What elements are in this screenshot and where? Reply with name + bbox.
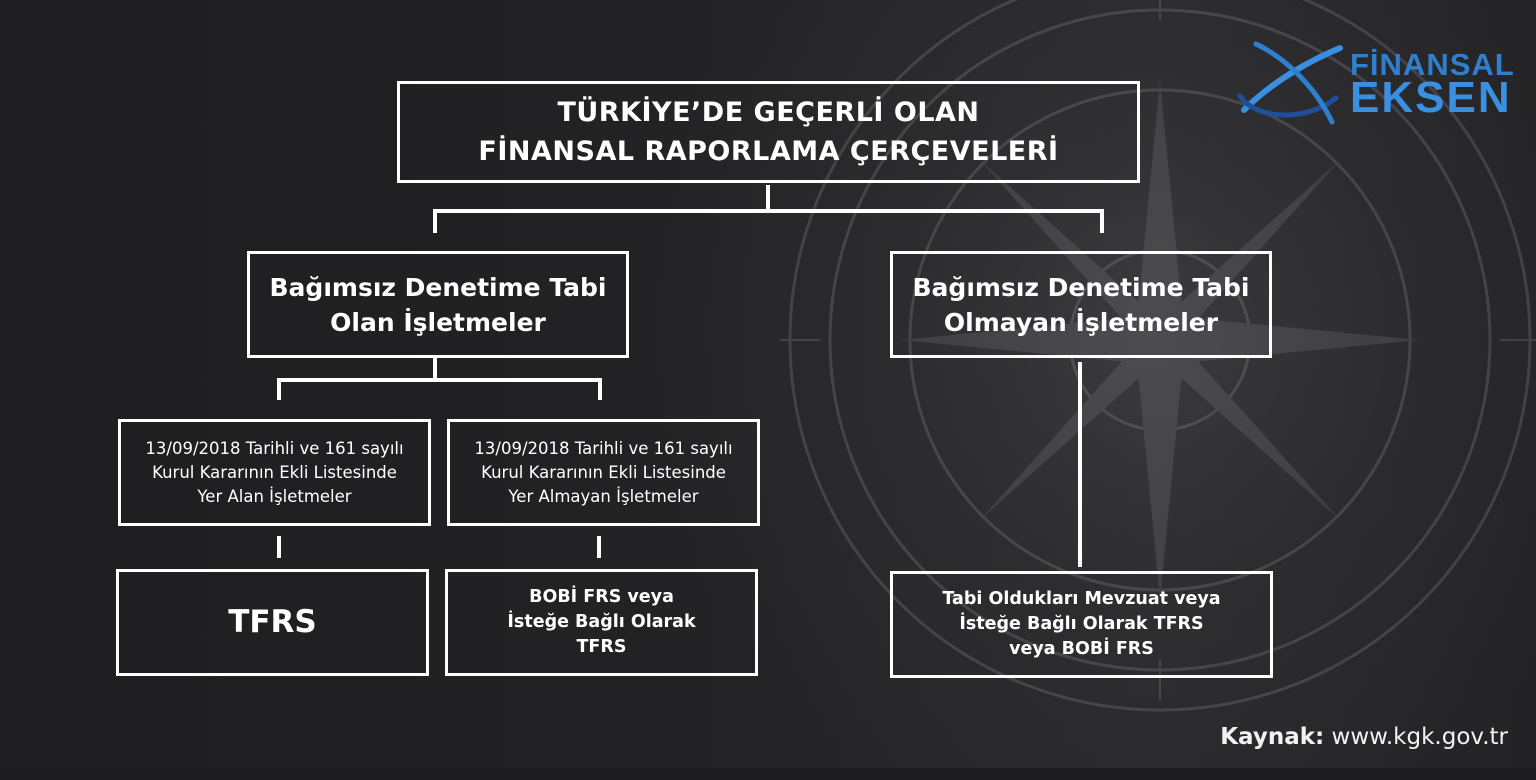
connector — [433, 209, 1104, 213]
tfrs-node: TFRS — [116, 569, 429, 676]
logo-orbit-icon — [1237, 41, 1343, 125]
connector — [597, 536, 601, 558]
connector — [598, 378, 602, 400]
connector — [433, 358, 437, 380]
source-label: Kaynak: — [1220, 724, 1325, 750]
connector — [1078, 362, 1082, 567]
finansal-eksen-logo: FİNANSAL EKSEN — [1236, 38, 1516, 128]
listed-entities-node: 13/09/2018 Tarihli ve 161 sayılı Kurul K… — [118, 419, 431, 526]
unlisted-entities-node: 13/09/2018 Tarihli ve 161 sayılı Kurul K… — [447, 419, 760, 526]
source-credit: Kaynak: www.kgk.gov.tr — [1220, 724, 1508, 750]
connector — [277, 378, 281, 400]
diagram-title: TÜRKİYE’DE GEÇERLİ OLAN FİNANSAL RAPORLA… — [478, 97, 1059, 167]
tfrs-label: TFRS — [228, 604, 317, 640]
non-audited-framework-label: Tabi Oldukları Mevzuat veya İsteğe Bağlı… — [942, 589, 1221, 659]
connector — [277, 536, 281, 558]
listed-entities-label: 13/09/2018 Tarihli ve 161 sayılı Kurul K… — [145, 438, 404, 506]
left-branch-label: Bağımsız Denetime Tabi Olan İşletmeler — [269, 272, 607, 337]
logo-text-top: FİNANSAL — [1350, 47, 1515, 82]
connector — [433, 209, 437, 233]
connector — [1100, 209, 1104, 233]
left-branch-node: Bağımsız Denetime Tabi Olan İşletmeler — [247, 251, 629, 358]
connector — [766, 185, 770, 209]
unlisted-entities-label: 13/09/2018 Tarihli ve 161 sayılı Kurul K… — [474, 438, 733, 506]
right-branch-label: Bağımsız Denetime Tabi Olmayan İşletmele… — [912, 272, 1250, 337]
connector — [277, 378, 602, 382]
compass-background-image — [780, 0, 1536, 712]
logo-text-bottom: EKSEN — [1350, 73, 1512, 122]
bobi-frs-node: BOBİ FRS veya İsteğe Bağlı Olarak TFRS — [445, 569, 758, 676]
right-branch-node: Bağımsız Denetime Tabi Olmayan İşletmele… — [890, 251, 1272, 358]
root-node: TÜRKİYE’DE GEÇERLİ OLAN FİNANSAL RAPORLA… — [397, 81, 1140, 183]
non-audited-framework-node: Tabi Oldukları Mevzuat veya İsteğe Bağlı… — [890, 571, 1273, 678]
bobi-frs-label: BOBİ FRS veya İsteğe Bağlı Olarak TFRS — [507, 587, 696, 657]
source-url: www.kgk.gov.tr — [1331, 724, 1508, 750]
